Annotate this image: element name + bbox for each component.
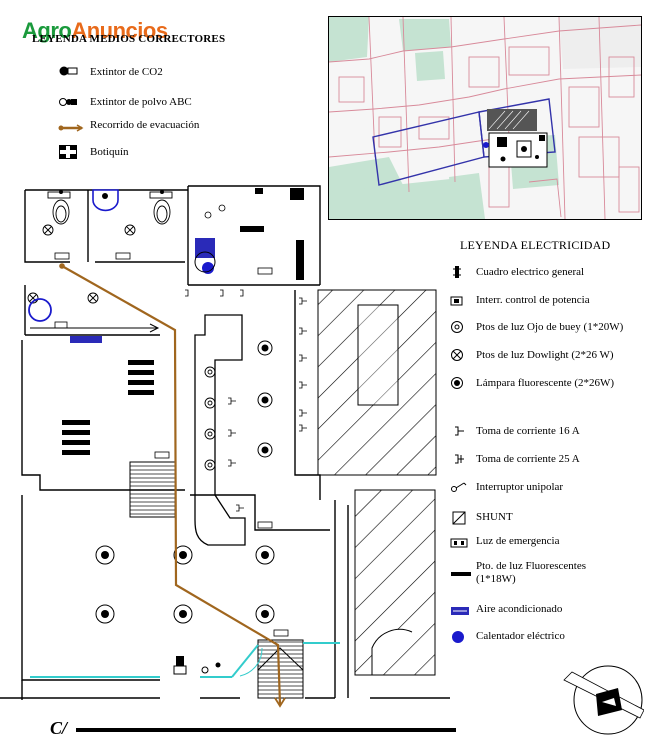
abc-extinguisher-icon xyxy=(58,95,80,109)
emergency-light-icon xyxy=(450,535,468,548)
co2-extinguisher-icon xyxy=(58,64,80,78)
legend-electric-item: Interr. control de potencia xyxy=(476,294,590,306)
switch-icon xyxy=(450,480,468,492)
legend-fire-title: LEYENDA MEDIOS CORRECTORES xyxy=(32,33,226,45)
legend-electric-title: LEYENDA ELECTRICIDAD xyxy=(460,238,611,252)
legend-fire-item: Botiquín xyxy=(90,146,129,158)
breaker-icon xyxy=(450,293,464,306)
shunt-icon xyxy=(452,511,466,525)
socket-16a-icon xyxy=(452,424,466,436)
legend-electric-item-line1: Pto. de luz Fluorescentes xyxy=(476,560,586,572)
legend-electric-item: Ptos de luz Ojo de buey (1*20W) xyxy=(476,321,624,333)
logo-part-agro: Agro xyxy=(22,18,72,43)
street-line xyxy=(76,728,456,732)
cadastral-map xyxy=(328,16,642,220)
legend-electric-item: Aire acondicionado xyxy=(476,603,563,615)
evacuation-route-icon xyxy=(58,120,84,132)
legend-electric-item: Pto. de luz Fluorescentes(1*18W) xyxy=(476,560,586,586)
compass-icon xyxy=(560,658,645,742)
air-conditioner-icon xyxy=(450,603,470,615)
legend-electric-item: Toma de corriente 16 A xyxy=(476,425,580,437)
legend-electric-item: SHUNT xyxy=(476,511,513,523)
agroanuncios-logo: AgroAnuncios xyxy=(22,18,168,44)
legend-electric-item: Calentador eléctrico xyxy=(476,630,565,642)
downlight-ring-icon xyxy=(450,320,464,334)
legend-electric-item: Toma de corriente 25 A xyxy=(476,453,580,465)
legend-electric-item: Cuadro electrico general xyxy=(476,266,585,278)
panel-icon xyxy=(450,265,464,279)
fluorescent-tube-icon xyxy=(450,564,472,576)
water-heater-icon xyxy=(451,630,465,644)
legend-fire-item: Extintor de CO2 xyxy=(90,66,163,78)
legend-electric-item: Lámpara fluorescente (2*26W) xyxy=(476,377,615,389)
socket-25a-icon xyxy=(452,452,466,464)
fluorescent-lamp-icon xyxy=(450,376,464,390)
first-aid-icon xyxy=(58,144,78,160)
street-label: C/ xyxy=(50,718,68,738)
legend-electric-item: Luz de emergencia xyxy=(476,535,560,547)
legend-electric-item: Interruptor unipolar xyxy=(476,481,564,493)
legend-fire-item: Extintor de polvo ABC xyxy=(90,96,192,108)
legend-fire-item: Recorrido de evacuación xyxy=(90,119,200,131)
floor-plan xyxy=(0,180,450,720)
downlight-cross-icon xyxy=(450,348,464,362)
logo-part-anuncios: Anuncios xyxy=(71,18,168,43)
legend-electric-item-line2: (1*18W) xyxy=(476,573,516,585)
legend-electric-item: Ptos de luz Dowlight (2*26 W) xyxy=(476,349,614,361)
